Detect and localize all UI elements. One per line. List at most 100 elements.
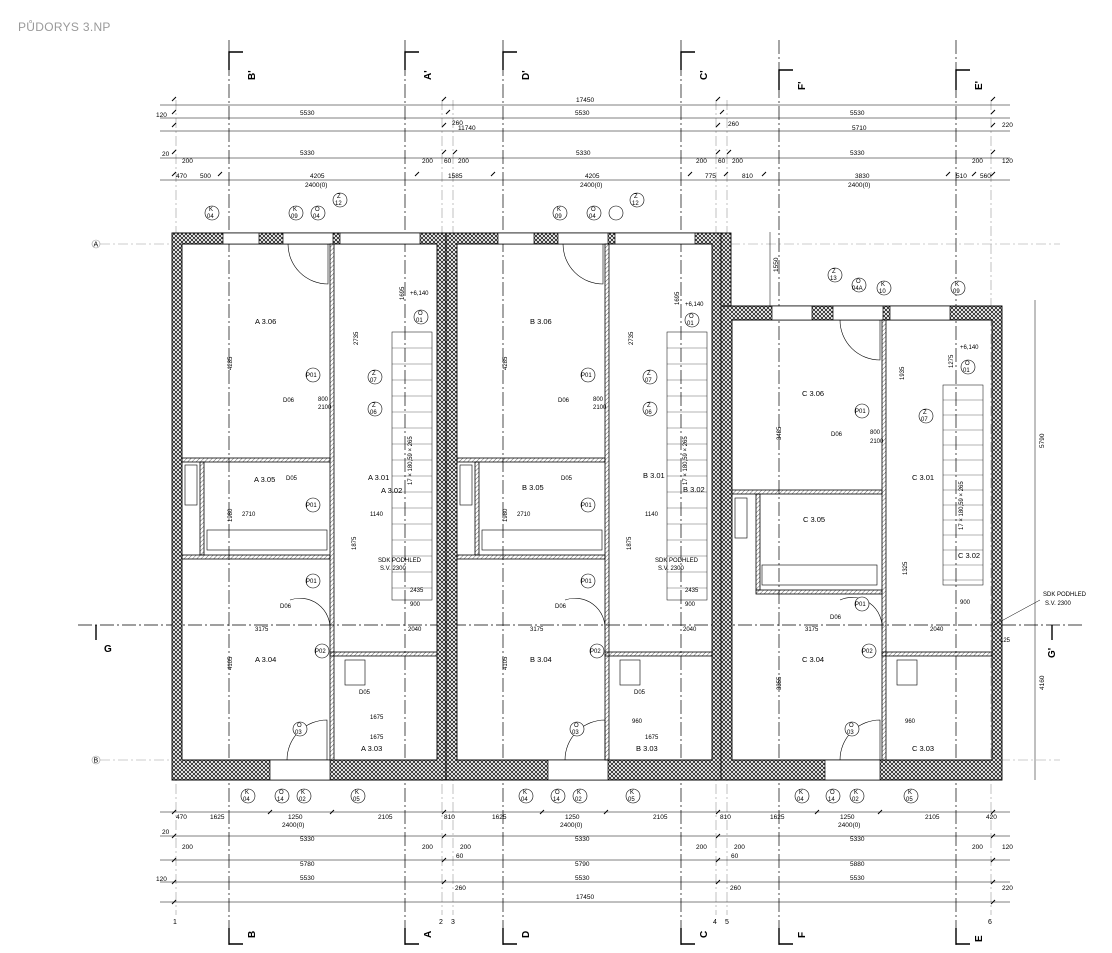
room-a305: A 3.05 (254, 475, 275, 484)
section-label-b-prime: B' (247, 70, 258, 80)
room-a304: A 3.04 (255, 655, 276, 664)
tag-z12-1-n: 12 (335, 201, 342, 207)
dim-r4-510: 510 (956, 173, 967, 180)
tag-z07-c-n: 07 (921, 417, 928, 423)
dim-r3-200e: 200 (732, 158, 743, 165)
dim-4285-b: 4285 (503, 356, 509, 370)
dim-r4-810: 810 (742, 173, 753, 180)
dim-overall-bottom: 17450 (576, 894, 594, 901)
tag-p02-a: P02 (315, 649, 326, 655)
section-label-b: B (247, 931, 258, 938)
tag-o04-2-l: O (591, 207, 596, 213)
dimension-ticks (171, 96, 996, 905)
dim-b4-260a: 260 (455, 885, 466, 892)
dim-b4-5530b: 5530 (575, 875, 590, 882)
stairs-note-c: 17 × 180,59 × 265 (959, 481, 965, 530)
dim-4105-a: 4105 (228, 656, 234, 670)
room-b302: B 3.02 (683, 485, 705, 494)
tag-o01-a-l: O (418, 311, 423, 317)
dim-900-c: 900 (960, 600, 971, 606)
right-dimension-texts: 1550 5790 4160 (773, 257, 1046, 690)
dim-r4-3830: 3830 (855, 173, 870, 180)
dim-b1-2105b: 2105 (653, 814, 668, 821)
dim-b1-2105c: 2105 (925, 814, 940, 821)
room-c303: C 3.03 (912, 744, 934, 753)
tag-z06-a-n: 06 (370, 410, 377, 416)
dim-3485: 3485 (777, 426, 783, 440)
tag-o03-a-n: 03 (295, 730, 302, 736)
tag-b-o14-3-n: 14 (828, 797, 835, 803)
tag-b-k02-3-n: 02 (852, 797, 859, 803)
section-label-f-prime: F' (797, 82, 808, 91)
room-b303: B 3.03 (636, 744, 658, 753)
tag-z07-a-l: Z (372, 371, 376, 377)
tag-z07-b-l: Z (647, 371, 651, 377)
dim-r4-775: 775 (705, 173, 716, 180)
level-a: +6,140 (410, 291, 429, 297)
tag-b-k05-2-n: 05 (628, 797, 635, 803)
dim-r3-5330b: 5330 (576, 150, 591, 157)
tag-b-o14-3-l: O (830, 790, 835, 796)
tag-b-k05-3-l: K (908, 790, 912, 796)
axis-num-6: 6 (988, 919, 992, 926)
dim-1140-b: 1140 (645, 512, 659, 518)
room-c302: C 3.02 (958, 551, 980, 560)
tag-z07-c-l: Z (923, 410, 927, 416)
dim-1875-a: 1875 (352, 536, 358, 550)
tag-b-k04-1-n: 04 (243, 797, 250, 803)
dim-right-5790: 5790 (1039, 433, 1046, 448)
axis-label-a: A (94, 242, 99, 249)
tag-markers (204, 192, 976, 804)
tag-o03-b-n: 03 (572, 730, 579, 736)
tag-p01-a2: P01 (306, 503, 317, 509)
dim-960-c: 960 (905, 719, 916, 725)
dim-b1-1250c: 1250 (840, 814, 855, 821)
axis-num-2: 2 (439, 919, 443, 926)
section-label-e-prime: E' (974, 81, 985, 90)
dim-b2-120: 120 (1002, 844, 1013, 851)
dim-r3-200f: 200 (972, 158, 983, 165)
tag-d06-c: D06 (831, 432, 843, 438)
tag-o03-b-l: O (574, 723, 579, 729)
dim-b1-1625c: 1625 (770, 814, 785, 821)
dim-b1-2400c: 2400(0) (838, 822, 860, 829)
tag-b-k02-2-n: 02 (575, 797, 582, 803)
tag-b-o14-1-n: 14 (277, 797, 284, 803)
dim-r4-1585: 1585 (448, 173, 463, 180)
dim-r4-2400c: 2400(0) (848, 182, 870, 189)
dim-r4-4205b: 4205 (585, 173, 600, 180)
dim-b2-60b: 60 (731, 853, 739, 860)
note-sv-c: S.V. 2300 (1045, 601, 1071, 607)
note-sdk-b: SDK PODHLED (655, 558, 699, 564)
tag-k10-n: 10 (879, 289, 886, 295)
tag-p01-c3: P01 (855, 602, 866, 608)
tag-b-o14-2-n: 14 (553, 797, 560, 803)
interior-walls (181, 243, 993, 761)
dim-b2-5330c: 5330 (850, 836, 865, 843)
level-c: +6,140 (960, 345, 979, 351)
tag-o04-1-l: O (315, 207, 320, 213)
note-sdk-a: SDK PODHLED (378, 558, 422, 564)
tag-k09-3-n: 09 (953, 289, 960, 295)
tag-o04a-n: 04A (852, 286, 863, 292)
dim-top-220: 220 (1002, 122, 1013, 129)
room-c305: C 3.05 (803, 515, 825, 524)
facade-openings (222, 232, 951, 781)
section-label-c: C (699, 931, 710, 938)
dim-r4-4205a: 4205 (310, 173, 325, 180)
dim-r3-200b: 200 (422, 158, 433, 165)
dim-r3-60b: 60 (718, 158, 726, 165)
door-swings (286, 243, 883, 761)
dim-r4-560: 560 (980, 173, 991, 180)
tag-b-k04-3-n: 04 (797, 797, 804, 803)
tag-k09-3-l: K (955, 282, 959, 288)
room-labels: A 3.06 A 3.05 A 3.01 A 3.02 A 3.04 A 3.0… (254, 317, 980, 753)
tag-p01-b2: P01 (581, 503, 592, 509)
dim-3175-a: 3175 (255, 627, 269, 633)
section-label-d: D (521, 931, 532, 938)
dim-b1-2400b: 2400(0) (560, 822, 582, 829)
dim-2040-b: 2040 (683, 627, 697, 633)
dim-900-b: 900 (685, 602, 696, 608)
